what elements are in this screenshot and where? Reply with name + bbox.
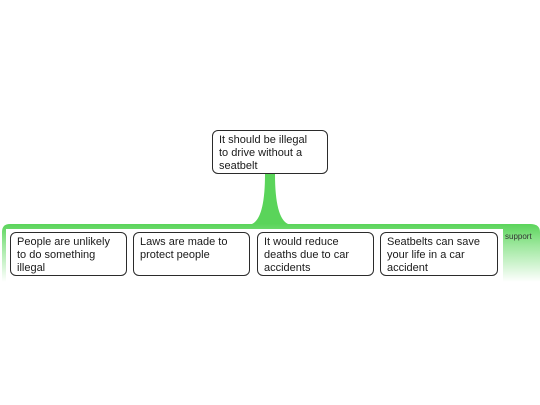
root-node[interactable]: It should be illegal to drive without a … bbox=[212, 130, 328, 174]
group-label-support: support bbox=[505, 232, 532, 241]
child-node-laws-protect[interactable]: Laws are made to protect people bbox=[133, 232, 250, 276]
root-connector bbox=[252, 174, 288, 224]
child-node-people-unlikely[interactable]: People are unlikely to do something ille… bbox=[10, 232, 127, 276]
child-node-seatbelts-save[interactable]: Seatbelts can save your life in a car ac… bbox=[380, 232, 498, 276]
child-node-reduce-deaths[interactable]: It would reduce deaths due to car accide… bbox=[257, 232, 374, 276]
